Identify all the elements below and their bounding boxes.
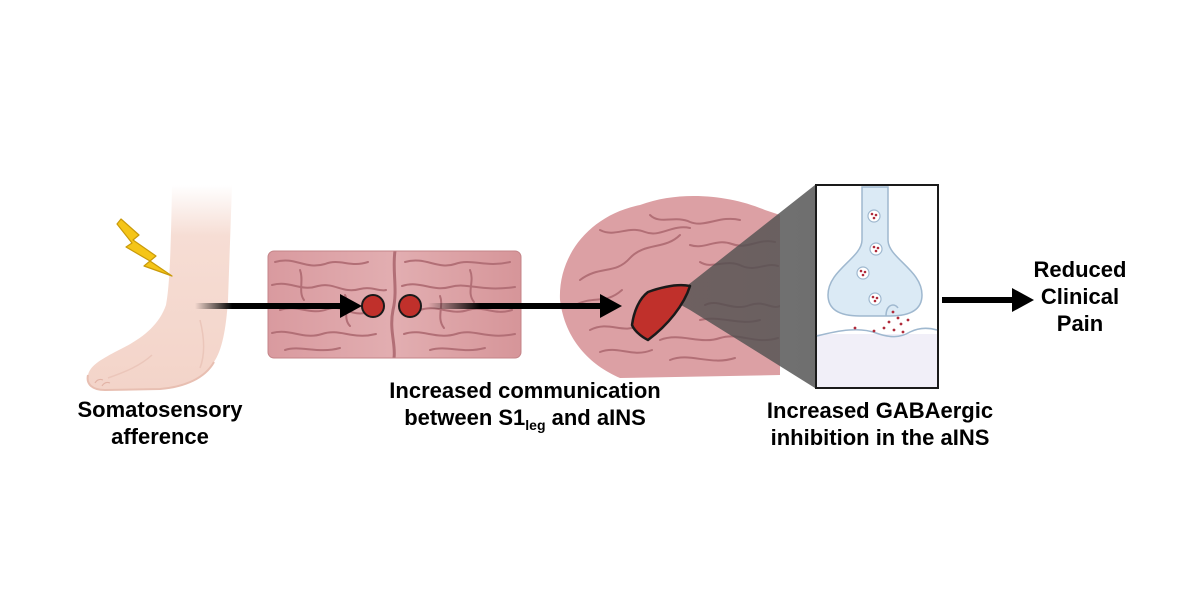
label-somatosensory-afference: Somatosensory afference: [40, 396, 280, 450]
label-line: Clinical: [1040, 284, 1120, 309]
arrow-synapse-to-outcome: [942, 288, 1034, 312]
label-line: Reduced: [1033, 257, 1127, 282]
label-line: Increased GABAergic: [766, 398, 994, 423]
label-increased-gabaergic: Increased GABAergic inhibition in the aI…: [730, 397, 1030, 451]
arrow-leg-to-s1: [195, 294, 362, 318]
label-line: Pain: [1056, 311, 1104, 336]
label-reduced-clinical-pain: Reduced Clinical Pain: [1020, 256, 1140, 337]
label-text: between S1: [404, 405, 526, 430]
s1-region-right: [398, 294, 422, 318]
label-line: afference: [111, 424, 209, 449]
lightning-icon: [116, 218, 173, 277]
zoom-projection: [663, 185, 815, 388]
label-text: and aINS: [545, 405, 646, 430]
label-line: inhibition in the aINS: [770, 425, 990, 450]
arrow-s1-to-ains: [428, 294, 622, 318]
label-line: Increased communication: [389, 378, 661, 403]
label-line: between S1leg and aINS: [355, 404, 695, 439]
label-increased-communication: Increased communication between S1leg an…: [355, 377, 695, 439]
synapse-icon: [815, 184, 939, 389]
label-subscript: leg: [525, 417, 546, 433]
leg-foot-icon: [86, 185, 233, 392]
label-line: Somatosensory: [77, 397, 243, 422]
s1-region-left: [361, 294, 385, 318]
brain-top-view-icon: [267, 250, 522, 359]
ains-region: [630, 284, 692, 342]
